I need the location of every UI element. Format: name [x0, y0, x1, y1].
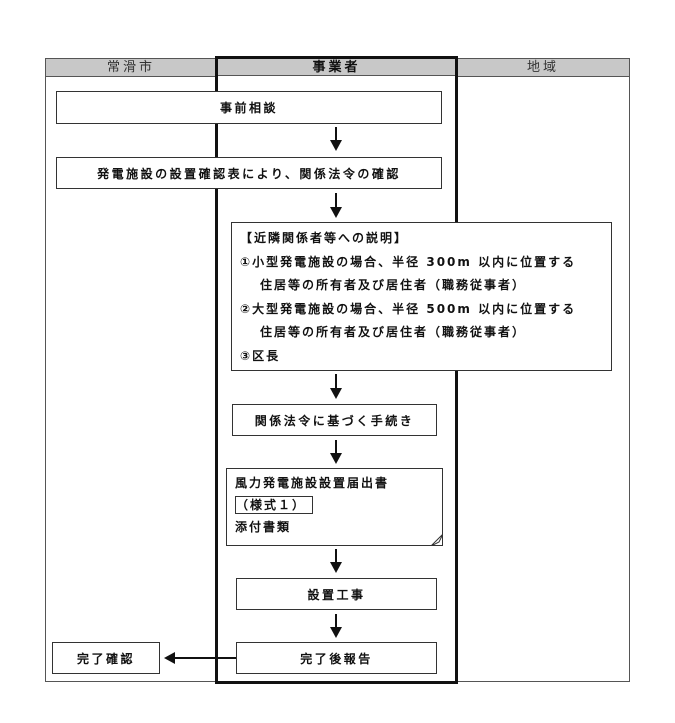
- lane-header-city: 常滑市: [45, 58, 217, 77]
- arrow-down-icon: [330, 193, 342, 218]
- explain-line: ②大型発電施設の場合、半径 500m 以内に位置する: [240, 301, 577, 316]
- arrow-down-icon: [330, 549, 342, 573]
- step-completion-check: 完了確認: [52, 642, 160, 674]
- step-legal-procedure: 関係法令に基づく手続き: [232, 404, 437, 436]
- step-notice-document: 風力発電施設設置届出書 （様式１） 添付書類: [226, 468, 443, 546]
- step-confirm-laws: 発電施設の設置確認表により、関係法令の確認: [56, 157, 442, 189]
- step-completion-report: 完了後報告: [236, 642, 437, 674]
- notice-attach: 添付書類: [235, 520, 292, 534]
- lane-header-region: 地域: [456, 58, 630, 77]
- explain-line: ③区長: [240, 348, 281, 363]
- arrow-down-icon: [330, 440, 342, 464]
- step-construction: 設置工事: [236, 578, 437, 610]
- explain-line: 住居等の所有者及び居住者（職務従事者）: [260, 325, 527, 339]
- explain-line: 住居等の所有者及び居住者（職務従事者）: [260, 278, 527, 292]
- explain-line: ①小型発電施設の場合、半径 300m 以内に位置する: [240, 254, 577, 269]
- explain-title: 【近隣関係者等への説明】: [240, 231, 409, 245]
- arrow-down-icon: [330, 614, 342, 638]
- lane-header-operator: 事業者: [218, 59, 455, 76]
- step-consult: 事前相談: [56, 91, 442, 124]
- arrow-down-icon: [330, 374, 342, 399]
- step-neighbor-explanation: 【近隣関係者等への説明】 ①小型発電施設の場合、半径 300m 以内に位置する …: [231, 222, 612, 371]
- lane-region: [456, 76, 630, 682]
- notice-form: （様式１）: [235, 496, 313, 514]
- arrow-down-icon: [330, 127, 342, 151]
- arrow-left-icon: [164, 652, 236, 664]
- notice-title: 風力発電施設設置届出書: [235, 476, 390, 490]
- page-curl-icon: [431, 534, 443, 546]
